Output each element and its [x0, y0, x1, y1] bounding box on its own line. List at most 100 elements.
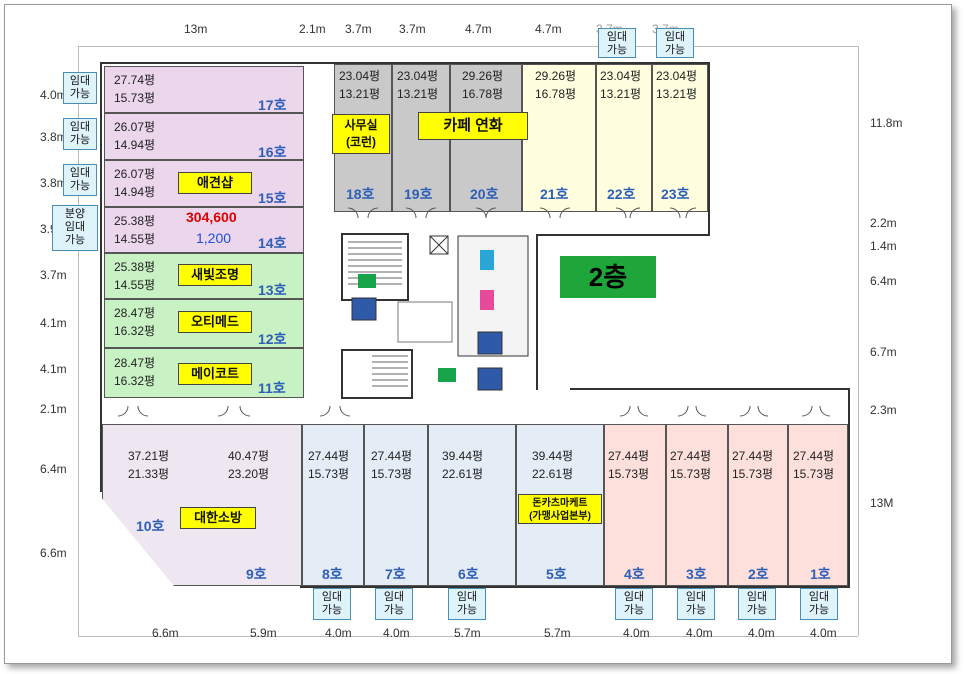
unit-4-area-b: 15.73평	[608, 467, 650, 481]
unit-13-area-b: 14.55평	[114, 278, 156, 292]
dim-top-5: 4.7m	[465, 22, 492, 36]
dim-right-7: 13M	[870, 496, 894, 510]
unit-10-label: 10호	[136, 518, 165, 534]
unit-5-tenant: 돈카츠마케트 (가맹사업본부)	[518, 494, 602, 524]
dim-bottom-9: 4.0m	[748, 626, 775, 640]
unit-22-area-b: 13.21평	[600, 87, 642, 101]
rent-badge-22: 임대 가능	[598, 28, 636, 58]
unit-17[interactable]	[104, 66, 304, 113]
unit-12-tenant: 오티메드	[178, 311, 252, 333]
unit-6[interactable]	[428, 424, 516, 586]
unit-3-area-b: 15.73평	[670, 467, 712, 481]
dim-left-1: 4.0m	[40, 88, 67, 102]
unit-3[interactable]	[666, 424, 728, 586]
unit-13-label: 13호	[258, 282, 287, 298]
unit-12-area-b: 16.32평	[114, 324, 156, 338]
unit-9-area-a: 40.47평	[228, 449, 270, 463]
unit-5-label: 5호	[546, 566, 567, 582]
unit-14-label: 14호	[258, 235, 287, 251]
dim-left-2: 3.8m	[40, 130, 67, 144]
unit-2-area-a: 27.44평	[732, 449, 774, 463]
unit-21[interactable]	[522, 64, 596, 212]
unit-21-area-b: 16.78평	[535, 87, 577, 101]
dim-bottom-2: 5.9m	[250, 626, 277, 640]
unit-1[interactable]	[788, 424, 848, 586]
unit-22-area-a: 23.04평	[600, 69, 642, 83]
unit-10-area-a: 37.21평	[128, 449, 170, 463]
dim-left-9: 6.4m	[40, 462, 67, 476]
dim-bottom-3: 4.0m	[325, 626, 352, 640]
dim-bottom-5: 5.7m	[454, 626, 481, 640]
unit-10-area-b: 21.33평	[128, 467, 170, 481]
unit-17-label: 17호	[258, 97, 287, 113]
dim-bottom-10: 4.0m	[810, 626, 837, 640]
unit-3-label: 3호	[686, 566, 707, 582]
unit-1-label: 1호	[810, 566, 831, 582]
rent-badge-4: 임대 가능	[615, 588, 653, 620]
dim-right-5: 6.7m	[870, 345, 897, 359]
unit-18-tenant: 사무실 (코런)	[332, 114, 390, 154]
dim-left-8: 2.1m	[40, 402, 67, 416]
unit-3-area-a: 27.44평	[670, 449, 712, 463]
unit-11-tenant: 메이코트	[178, 363, 252, 385]
unit-7[interactable]	[364, 424, 428, 586]
dim-right-6: 2.3m	[870, 403, 897, 417]
rent-badge-6: 임대 가능	[448, 588, 486, 620]
rent-badge-23: 임대 가능	[656, 28, 694, 58]
unit-16[interactable]	[104, 113, 304, 160]
unit-22[interactable]	[596, 64, 652, 212]
sale-rent-badge-14: 분양 임대 가능	[52, 205, 98, 251]
unit-15-label: 15호	[258, 190, 287, 206]
dim-top-4: 3.7m	[399, 22, 426, 36]
unit-4[interactable]	[604, 424, 666, 586]
rent-badge-16: 임대 가능	[63, 118, 97, 150]
unit-19-label: 19호	[404, 186, 433, 202]
dim-bottom-4: 4.0m	[383, 626, 410, 640]
building-core	[341, 233, 529, 399]
unit-17-area-a: 27.74평	[114, 73, 156, 87]
dim-right-2: 2.2m	[870, 216, 897, 230]
rent-badge-3: 임대 가능	[677, 588, 715, 620]
unit-14-price-blue: 1,200	[196, 230, 232, 246]
unit-2-label: 2호	[748, 566, 769, 582]
dim-bottom-7: 4.0m	[623, 626, 650, 640]
unit-14-price-red: 304,600	[186, 209, 237, 225]
unit-16-label: 16호	[258, 144, 287, 160]
unit-7-area-a: 27.44평	[371, 449, 413, 463]
dim-left-7: 4.1m	[40, 362, 67, 376]
unit-1-area-a: 27.44평	[793, 449, 835, 463]
unit-15-tenant: 애견샵	[178, 172, 252, 194]
unit-11-label: 11호	[258, 380, 286, 396]
unit-1-area-b: 15.73평	[793, 467, 835, 481]
unit-6-label: 6호	[458, 566, 479, 582]
unit-11-area-a: 28.47평	[114, 356, 156, 370]
unit-18-area-b: 13.21평	[339, 87, 381, 101]
unit-23-area-b: 13.21평	[656, 87, 698, 101]
unit-15-area-b: 14.94평	[114, 185, 156, 199]
unit-2[interactable]	[728, 424, 788, 586]
unit-22-label: 22호	[607, 186, 636, 202]
unit-12-label: 12호	[258, 331, 287, 347]
dim-left-3: 3.8m	[40, 176, 67, 190]
dim-left-10: 6.6m	[40, 546, 67, 560]
unit-5-area-b: 22.61평	[532, 467, 574, 481]
dim-left-6: 4.1m	[40, 316, 67, 330]
unit-19-area-a: 23.04평	[397, 69, 439, 83]
rent-badge-2: 임대 가능	[738, 588, 776, 620]
unit-14-area-b: 14.55평	[114, 232, 156, 246]
door-swings	[117, 207, 831, 417]
unit-17-area-b: 15.73평	[114, 91, 156, 105]
unit-9-label: 9호	[246, 566, 267, 582]
unit-4-area-a: 27.44평	[608, 449, 650, 463]
rent-badge-17: 임대 가능	[63, 72, 97, 104]
unit-18-label: 18호	[346, 186, 375, 202]
dim-bottom-1: 6.6m	[152, 626, 179, 640]
unit-14[interactable]	[104, 207, 304, 253]
unit-8[interactable]	[302, 424, 364, 586]
unit-23[interactable]	[652, 64, 708, 212]
unit-12-area-a: 28.47평	[114, 306, 156, 320]
dim-left-5: 3.7m	[40, 268, 67, 282]
cafe-label: 카페 연화	[418, 112, 528, 140]
dim-top-1: 13m	[184, 22, 208, 36]
unit-21-label: 21호	[540, 186, 569, 202]
